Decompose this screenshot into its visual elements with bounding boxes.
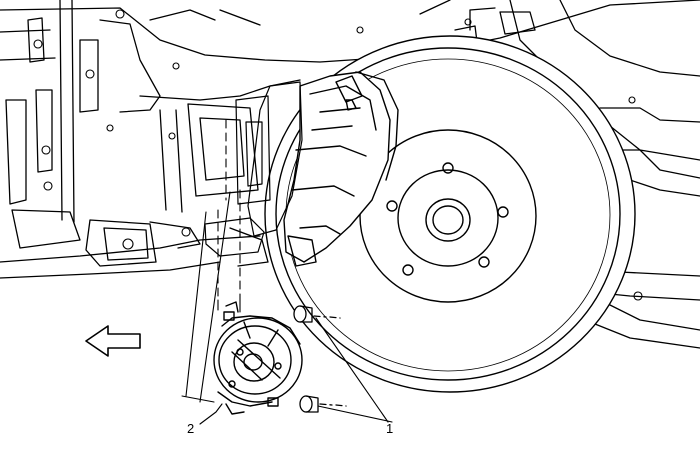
left-arrow-icon — [85, 325, 141, 357]
steering-knuckle — [204, 81, 303, 257]
callout-label-2: 2 — [187, 421, 195, 436]
brake-caliper — [283, 71, 399, 267]
bolts — [293, 305, 347, 413]
callout-label-1: 1 — [386, 421, 394, 436]
wheel-speed-sensor — [213, 301, 303, 415]
vehicle-frame — [0, 0, 700, 349]
leader-lines — [181, 119, 393, 425]
